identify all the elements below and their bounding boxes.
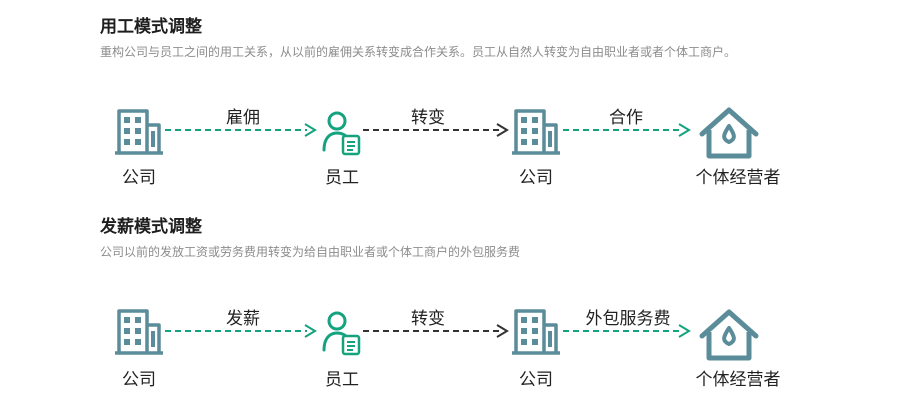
edge-label: 转变 bbox=[411, 309, 445, 329]
section-title: 用工模式调整 bbox=[100, 17, 202, 37]
edge-arrow bbox=[563, 323, 693, 343]
node-label-company: 公司 bbox=[122, 370, 156, 390]
edge-label: 转变 bbox=[411, 108, 445, 128]
section-employment-mode: 用工模式调整 重构公司与员工之间的用工关系，从以前的雇佣关系转变成合作关系。员工… bbox=[100, 17, 781, 188]
section-title: 发薪模式调整 bbox=[100, 217, 202, 237]
section-description: 重构公司与员工之间的用工关系，从以前的雇佣关系转变成合作关系。员工从自然人转变为… bbox=[100, 45, 737, 59]
edge-label: 雇佣 bbox=[226, 108, 260, 128]
building-icon bbox=[115, 307, 163, 355]
node-label-company: 公司 bbox=[519, 168, 553, 188]
edge-arrow bbox=[165, 122, 320, 142]
building-icon bbox=[115, 107, 163, 155]
edge-label: 外包服务费 bbox=[585, 309, 671, 329]
edge-label: 发薪 bbox=[226, 309, 260, 329]
edge-arrow bbox=[363, 122, 511, 142]
edge-arrow bbox=[165, 323, 320, 343]
building-icon bbox=[512, 307, 560, 355]
node-label-individual-business: 个体经营者 bbox=[695, 370, 781, 390]
node-label-employee: 员工 bbox=[325, 168, 359, 188]
node-label-employee: 员工 bbox=[325, 370, 359, 390]
employee-icon bbox=[322, 110, 362, 156]
edge-label: 合作 bbox=[609, 108, 643, 128]
node-label-individual-business: 个体经营者 bbox=[695, 168, 781, 188]
section-description: 公司以前的发放工资或劳务费用转变为给自由职业者或个体工商户的外包服务费 bbox=[100, 245, 521, 259]
node-label-company: 公司 bbox=[122, 168, 156, 188]
node-label-company: 公司 bbox=[519, 370, 553, 390]
edge-arrow bbox=[363, 323, 511, 343]
edge-arrow bbox=[563, 122, 693, 142]
building-icon bbox=[512, 107, 560, 155]
section-payroll-mode: 发薪模式调整 公司以前的发放工资或劳务费用转变为给自由职业者或个体工商户的外包服… bbox=[0, 200, 900, 400]
house-icon bbox=[694, 306, 764, 362]
employee-icon bbox=[322, 310, 362, 356]
house-icon bbox=[694, 104, 764, 160]
